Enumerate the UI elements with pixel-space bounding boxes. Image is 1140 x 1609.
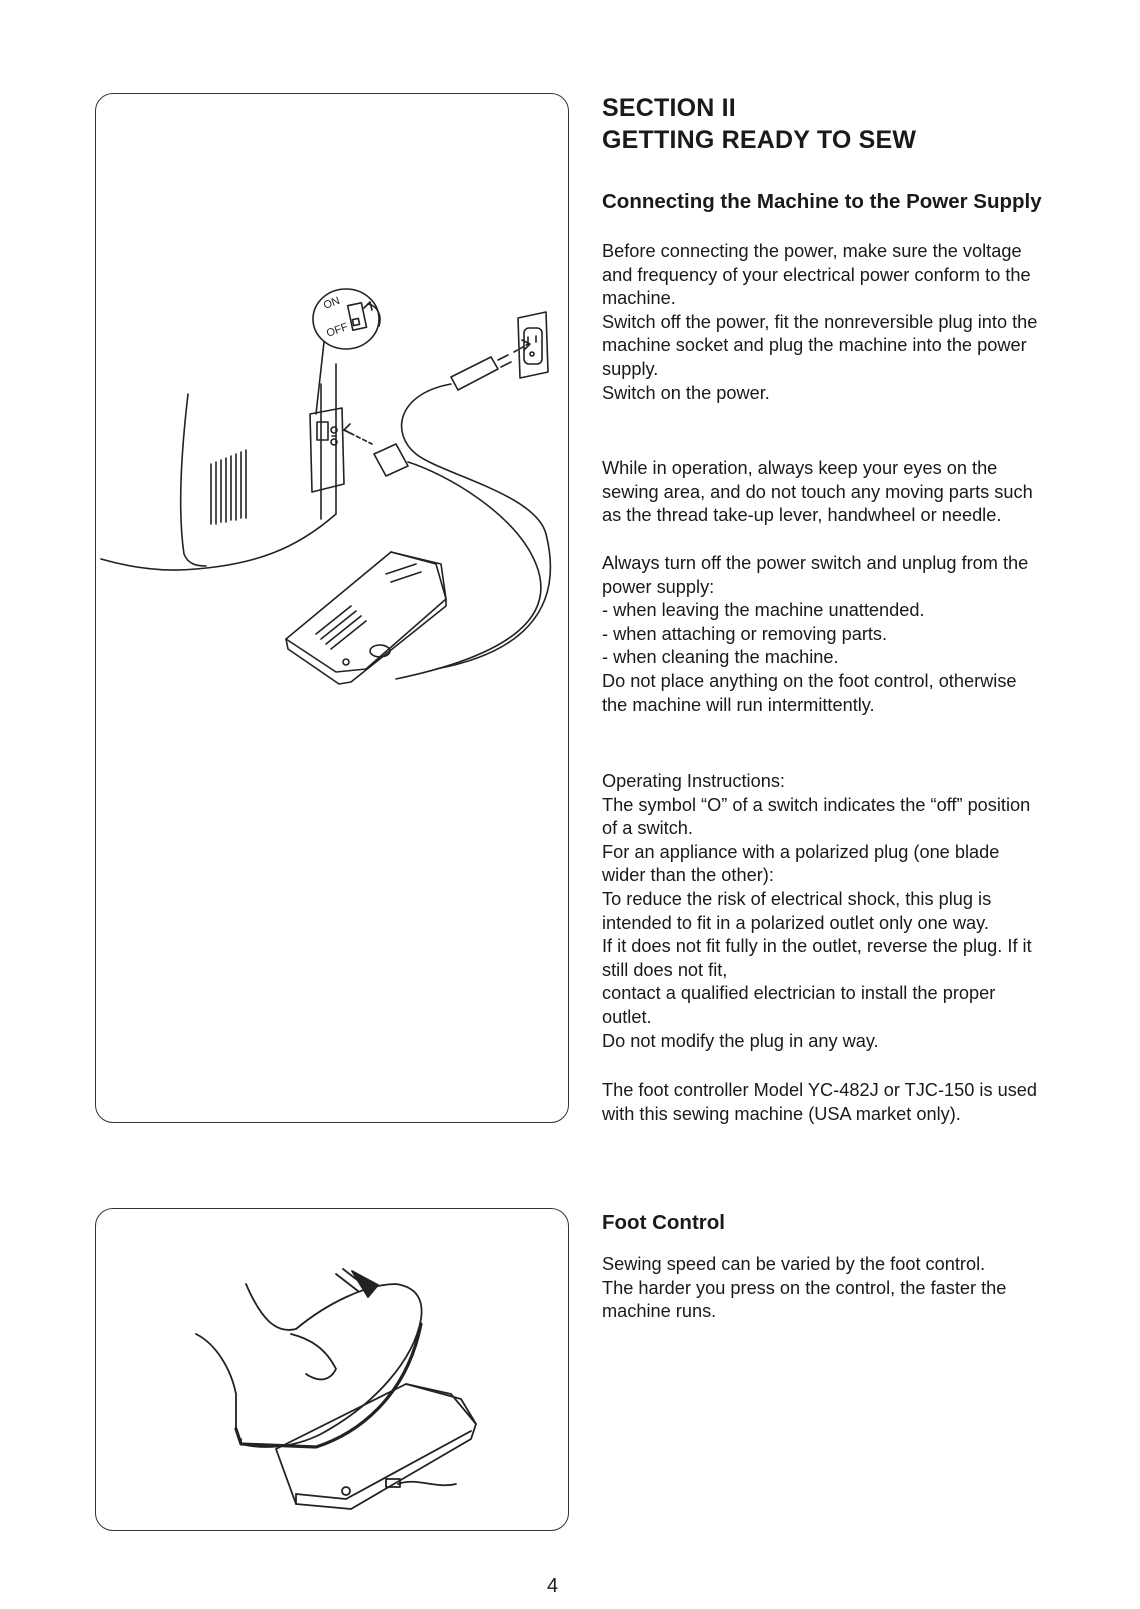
text-line: outlet. <box>602 1006 652 1027</box>
text-line: power supply: <box>602 576 715 597</box>
press-down-arrow <box>335 1268 379 1298</box>
switch-off-label: OFF <box>325 321 350 340</box>
safety-paragraph: While in operation, always keep your eye… <box>602 457 1112 528</box>
foot-shoe <box>195 1283 423 1449</box>
text-line: machine socket and plug the machine into… <box>602 335 1027 356</box>
foot-control-illustration <box>195 1268 477 1510</box>
text-line: contact a qualified electrician to insta… <box>602 983 996 1004</box>
text-line: still does not fit, <box>602 959 728 980</box>
power-connection-illustration: ON OFF <box>100 288 552 685</box>
text-line: Before connecting the power, make sure t… <box>602 241 1022 261</box>
wall-plug <box>450 339 531 391</box>
text-line: Do not place anything on the foot contro… <box>602 670 1017 691</box>
text-line: - when cleaning the machine. <box>602 647 839 668</box>
operating-instructions-paragraph: Operating Instructions: The symbol “O” o… <box>602 770 1112 1053</box>
text-line: machine. <box>602 288 676 309</box>
section-number: SECTION II <box>602 94 736 122</box>
text-line: the machine will run intermittently. <box>602 694 875 715</box>
text-line: and frequency of your electrical power c… <box>602 264 1031 285</box>
text-line: Always turn off the power switch and unp… <box>602 553 1029 573</box>
machine-socket-panel <box>309 407 345 493</box>
text-line: sewing area, and do not touch any moving… <box>602 481 1033 502</box>
text-line: supply. <box>602 358 659 379</box>
wall-outlet <box>517 311 549 379</box>
foot-control-figure <box>95 1208 569 1531</box>
page-number: 4 <box>547 1575 559 1597</box>
text-line: Switch off the power, fit the nonreversi… <box>602 311 1038 332</box>
text-line: intended to fit in a polarized outlet on… <box>602 912 989 933</box>
connecting-paragraph-1: Before connecting the power, make sure t… <box>602 240 1112 405</box>
text-line: machine runs. <box>602 1301 717 1322</box>
text-line: To reduce the risk of electrical shock, … <box>602 888 992 909</box>
foot-control-heading: Foot Control <box>602 1211 725 1234</box>
power-switch-inset <box>312 288 381 415</box>
text-line: The foot controller Model YC-482J or TJC… <box>602 1080 1038 1100</box>
text-line: For an appliance with a polarized plug (… <box>602 841 1000 862</box>
text-line: If it does not fit fully in the outlet, … <box>602 936 1032 957</box>
text-line: wider than the other): <box>602 865 774 886</box>
power-connection-figure: ON OFF <box>95 93 569 1123</box>
foot-pedal-base <box>275 1383 477 1510</box>
machine-vent-grille <box>210 449 247 525</box>
text-line: While in operation, always keep your eye… <box>602 458 998 478</box>
connecting-heading: Connecting the Machine to the Power Supp… <box>602 190 1042 213</box>
foot-controller-model-paragraph: The foot controller Model YC-482J or TJC… <box>602 1079 1112 1126</box>
section-name: GETTING READY TO SEW <box>602 126 917 154</box>
foot-control-cord <box>395 461 542 680</box>
text-line: - when leaving the machine unattended. <box>602 600 925 621</box>
text-line: Operating Instructions: <box>602 771 785 791</box>
text-line: The harder you press on the control, the… <box>602 1277 1007 1298</box>
power-off-paragraph: Always turn off the power switch and unp… <box>602 552 1112 717</box>
foot-control-paragraph: Sewing speed can be varied by the foot c… <box>602 1253 1112 1324</box>
foot-pedal <box>285 551 447 685</box>
text-line: of a switch. <box>602 818 693 839</box>
machine-body-outline <box>179 393 207 567</box>
text-line: - when attaching or removing parts. <box>602 623 888 644</box>
text-line: Switch on the power. <box>602 382 770 403</box>
text-line: Do not modify the plug in any way. <box>602 1030 879 1051</box>
text-line: The symbol “O” of a switch indicates the… <box>602 794 1031 815</box>
text-line: Sewing speed can be varied by the foot c… <box>602 1254 986 1274</box>
machine-connector <box>343 423 409 477</box>
text-line: with this sewing machine (USA market onl… <box>602 1103 961 1124</box>
text-line: as the thread take-up lever, handwheel o… <box>602 505 1002 526</box>
power-cord <box>400 383 552 670</box>
section-title: SECTION II GETTING READY TO SEW <box>602 92 916 156</box>
switch-on-label: ON <box>322 295 342 312</box>
